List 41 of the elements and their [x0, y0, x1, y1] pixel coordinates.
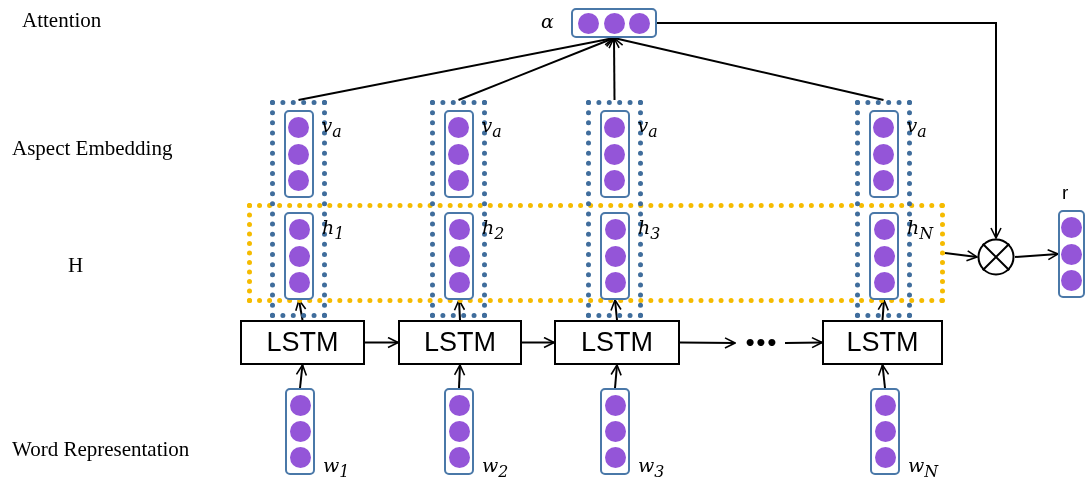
arrow	[521, 336, 555, 349]
vector-label: w$_{1}$	[323, 456, 350, 479]
arrow	[364, 336, 399, 349]
arrow	[608, 37, 620, 101]
vector-label: v$_{a}$	[906, 116, 927, 140]
vector-label: h$_{N}$	[907, 218, 934, 242]
lstm-box: LSTM	[398, 320, 522, 365]
vector-label: w$_{N}$	[908, 456, 939, 479]
arrow	[877, 364, 890, 389]
row-label: Aspect Embedding	[12, 136, 173, 161]
vector-label: w$_{3}$	[638, 456, 665, 479]
vector-label: h$_{1}$	[322, 218, 345, 242]
vector-label: h$_{2}$	[482, 218, 505, 242]
dashed-band	[247, 203, 945, 303]
arrow	[453, 364, 466, 389]
row-label: Attention	[22, 8, 102, 33]
vector-label: h$_{3}$	[638, 218, 661, 242]
lstm-box: LSTM	[554, 320, 680, 365]
arrow	[457, 36, 615, 101]
lstm-box: LSTM	[240, 320, 365, 365]
row-label: H	[68, 253, 84, 278]
arrow	[944, 250, 978, 262]
vector-label: w$_{2}$	[482, 456, 509, 479]
arrow	[656, 22, 1002, 239]
arrow	[877, 299, 890, 321]
row-label: Word Representation	[12, 437, 190, 462]
vector-label: r	[1062, 182, 1069, 204]
arrow	[295, 364, 308, 389]
multiply-circle	[977, 238, 1015, 276]
arrow	[679, 337, 736, 349]
arrow	[610, 364, 622, 389]
vector-label: v$_{a}$	[637, 116, 658, 140]
vector-label: α	[541, 12, 554, 31]
arrow	[610, 299, 622, 321]
arrow	[453, 299, 466, 321]
arrow	[1014, 248, 1059, 261]
arrow	[784, 336, 823, 349]
vector-label: v$_{a}$	[481, 116, 502, 140]
ellipsis: •••	[735, 330, 785, 356]
lstm-box: LSTM	[822, 320, 943, 365]
vector-label: v$_{a}$	[321, 116, 342, 140]
